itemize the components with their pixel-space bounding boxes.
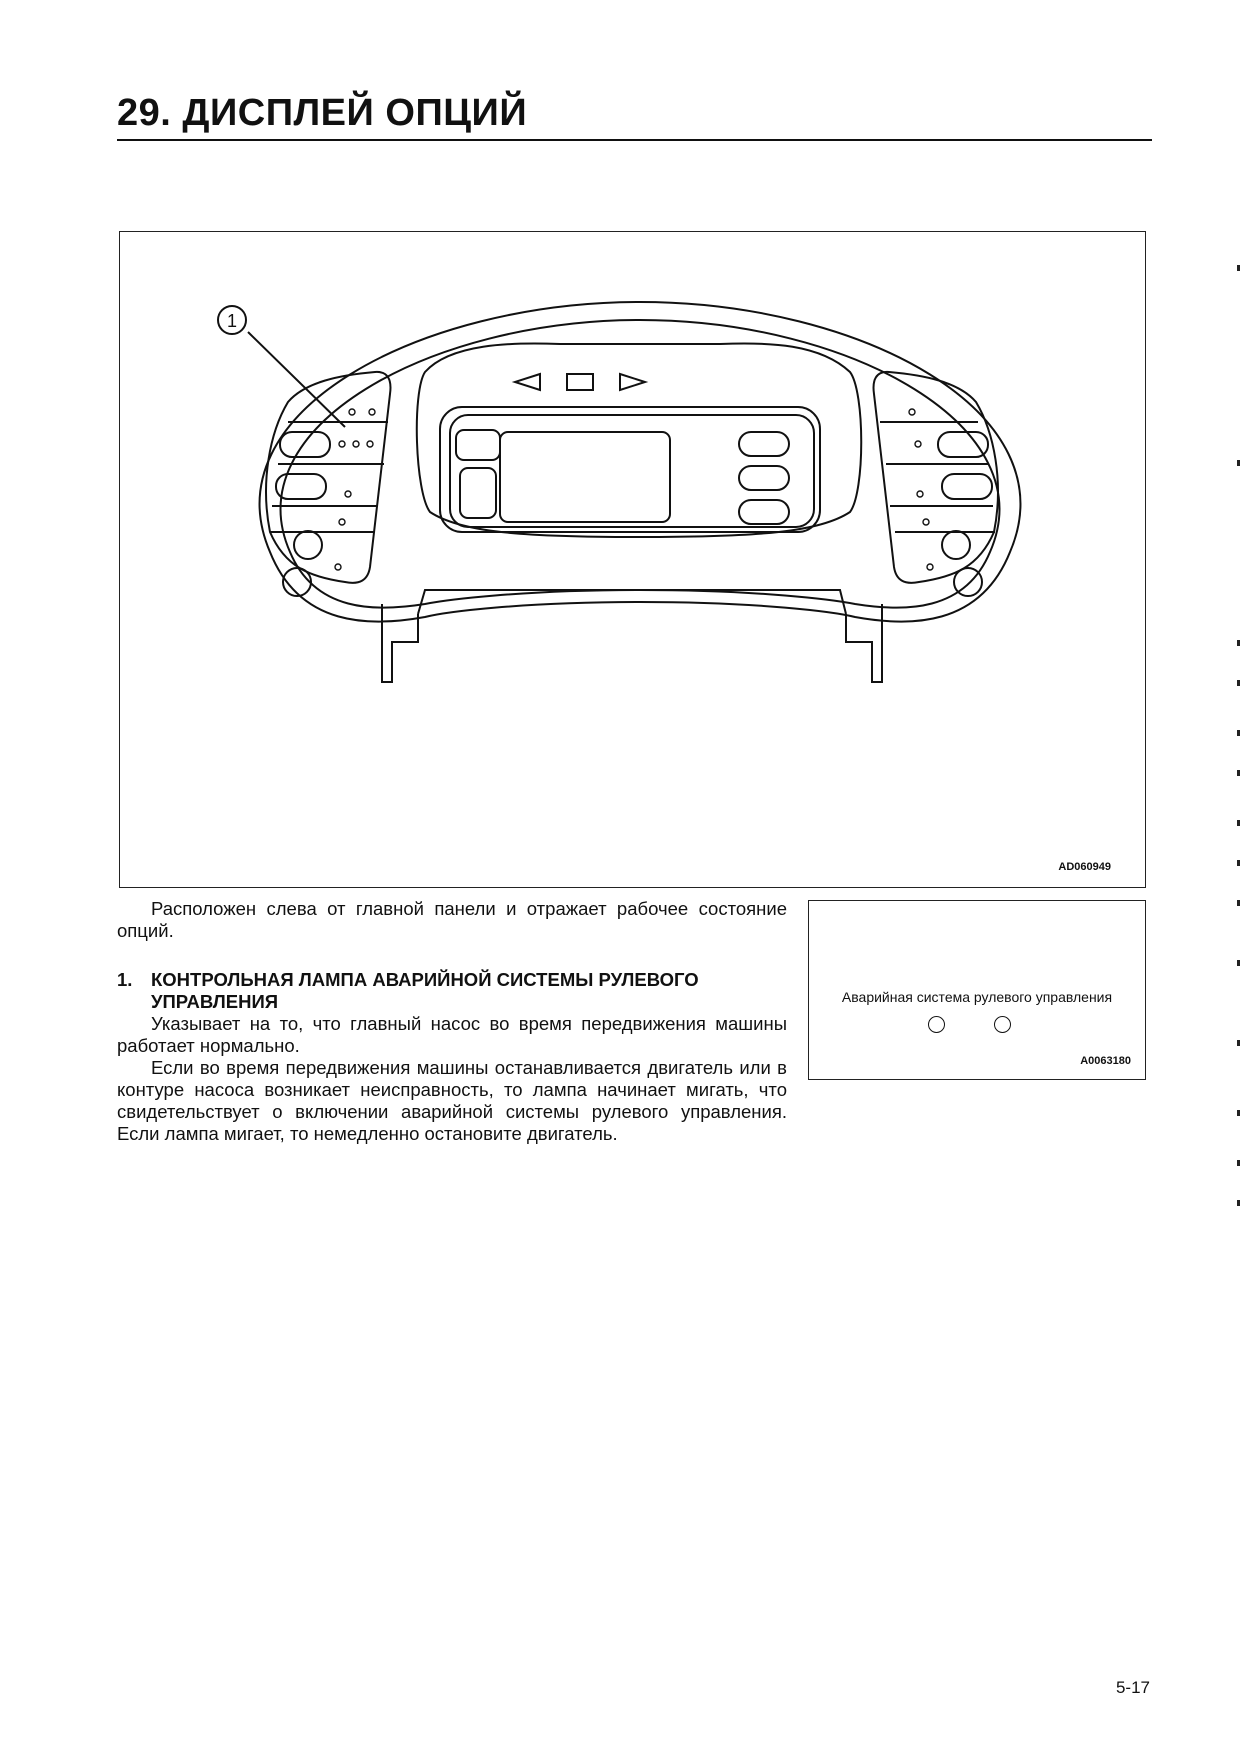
main-figure-code: AD060949 <box>1058 861 1111 873</box>
item-paragraph-2: Если во время передвижения машины остана… <box>117 1057 787 1144</box>
page-number: 5-17 <box>1115 1678 1150 1697</box>
item-heading: 1. КОНТРОЛЬНАЯ ЛАМПА АВАРИЙНОЙ СИСТЕМЫ Р… <box>117 969 787 1013</box>
lamp-figure-code: A0063180 <box>1080 1055 1131 1067</box>
lamp-figure: Аварийная система рулевого управления A0… <box>808 900 1146 1080</box>
item-number: 1. <box>117 969 133 990</box>
title-rule <box>117 139 1152 141</box>
section-title: 29. ДИСПЛЕЙ ОПЦИЙ <box>117 92 528 134</box>
body-text: Расположен слева от главной панели и отр… <box>117 898 787 1145</box>
lamp-circle-left-icon <box>928 1016 945 1033</box>
scan-edge-marks <box>1234 260 1240 1210</box>
item-paragraph-1: Указывает на то, что главный насос во вр… <box>117 1013 787 1056</box>
intro-paragraph: Расположен слева от главной панели и отр… <box>117 898 787 941</box>
lamp-caption: Аварийная система рулевого управления <box>841 989 1113 1005</box>
item-heading-text: КОНТРОЛЬНАЯ ЛАМПА АВАРИЙНОЙ СИСТЕМЫ РУЛЕ… <box>151 969 699 1012</box>
callout-number: 1 <box>227 311 237 331</box>
lamp-circle-right-icon <box>994 1016 1011 1033</box>
dashboard-illustration: 1 <box>217 300 1022 683</box>
main-figure: 1 AD060949 <box>119 231 1146 888</box>
